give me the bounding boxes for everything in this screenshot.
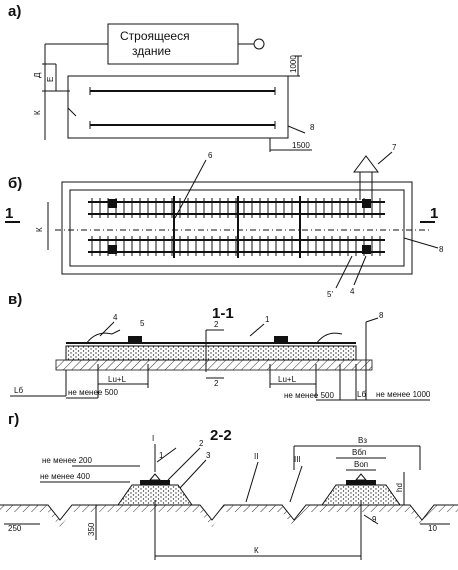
min400-label: не менее 400	[40, 472, 90, 481]
ref-1-v: 1	[265, 315, 270, 324]
dead-end-stop-3	[362, 199, 371, 208]
site-gate	[67, 107, 77, 117]
ballast-prism-right	[321, 484, 401, 506]
panel-v-label: в)	[8, 291, 22, 308]
ref-1-g: 1	[159, 451, 164, 460]
dim-bbp-label: Вбп	[352, 448, 366, 457]
roman-3-label: III	[294, 455, 301, 464]
track-plan	[88, 198, 385, 256]
crane-symbol	[253, 38, 265, 50]
lb-left-label: Lб	[14, 386, 23, 395]
site-outer-outline	[61, 181, 413, 275]
section-mark-right: 1	[430, 205, 438, 222]
ballast-prism-left	[117, 484, 193, 506]
dim-k-label: К	[33, 110, 42, 115]
panel-a-label: а)	[8, 3, 21, 20]
roman-1-label: I	[152, 434, 154, 443]
ref-4-b: 4	[350, 287, 355, 296]
ref-4-v: 4	[113, 313, 118, 322]
dim-1000-label: 1000	[289, 55, 298, 73]
ref-7-leader	[377, 151, 393, 165]
ref-5p: 5'	[327, 290, 333, 299]
panel-g-label: г)	[8, 411, 19, 428]
dead-end-stop-1	[108, 199, 117, 208]
ref-8-b: 8	[439, 245, 444, 254]
dim-350-label: 350	[87, 522, 96, 536]
ref-9: 9	[372, 515, 377, 524]
rail-left	[148, 473, 162, 481]
mark-2-bottom: 2	[214, 379, 219, 388]
ref-5-leader	[335, 255, 353, 289]
ref-1-g-leader	[156, 447, 177, 463]
lb-right-label: Lб	[357, 390, 366, 399]
ref-8-leader	[287, 125, 306, 134]
min200-label: не менее 200	[42, 456, 92, 465]
roman-3-leader	[289, 465, 303, 503]
dim-d-label: Д	[33, 72, 42, 78]
ref-7: 7	[392, 143, 397, 152]
ref-8-a: 8	[310, 123, 315, 132]
cable-4-left	[85, 329, 121, 345]
dim-k-b: К	[35, 227, 44, 232]
building-label-line1: Строящееся	[120, 29, 190, 43]
ref-6-leader	[174, 159, 207, 219]
ground-hatch	[55, 359, 373, 371]
dim-k-g: К	[254, 546, 259, 555]
stop-5-right	[274, 336, 288, 342]
lu-left-label: Lu+L	[108, 375, 127, 384]
dim-bz-label: Вз	[358, 436, 367, 445]
dim-hd-label: hd	[395, 483, 404, 492]
ref-1-v-leader	[249, 323, 265, 337]
section-1-1-title: 1-1	[212, 305, 234, 322]
lu-right-label: Lu+L	[278, 375, 297, 384]
dead-end-stop-4	[362, 245, 371, 254]
cable-4-right	[315, 332, 343, 345]
min500-left-label: не менее 500	[68, 388, 118, 397]
panel-b-label: б)	[8, 175, 22, 192]
min500-right-label: не менее 500	[284, 391, 334, 400]
building-label-line2: здание	[132, 44, 171, 58]
limit-sign	[353, 155, 379, 173]
ref-8-v-leader	[365, 317, 379, 323]
ref-4-v-leader	[99, 321, 115, 337]
ref-3-g: 3	[206, 451, 211, 460]
section-mark-left: 1	[5, 205, 13, 222]
min1000-label: не менее 1000	[376, 390, 431, 399]
dim-1500-label: 1500	[292, 141, 310, 150]
panel-g: г) 2-2 не менее 200 не менее 400 I 1 2 3…	[0, 411, 458, 560]
sleeper-right	[346, 480, 376, 485]
dim-e-label: Е	[46, 77, 55, 82]
dead-end-stop-2	[108, 245, 117, 254]
ref-6: 6	[208, 151, 213, 160]
stop-5-left	[128, 336, 142, 342]
ref-2-g: 2	[199, 439, 204, 448]
roman-2-label: II	[254, 452, 258, 461]
crane-site-outline	[67, 75, 289, 139]
site-inner-outline	[69, 189, 405, 267]
panel-v: в) 1-1 4 5 1 2 2 8 Lu+L	[8, 291, 431, 401]
sleeper-left	[140, 480, 170, 485]
ref-3-g-leader	[179, 459, 207, 489]
ref-5-v: 5	[140, 319, 145, 328]
ref-8-v: 8	[379, 311, 384, 320]
panel-b: б) 1 1 К 7	[5, 143, 444, 299]
ref-4-leader	[353, 255, 367, 286]
section-2-2-title: 2-2	[210, 427, 232, 444]
ref-8-b-leader	[403, 237, 439, 249]
panel-a: а) Строящееся здание Д Е К 1000	[8, 3, 315, 152]
mark-2-top: 2	[214, 320, 219, 329]
dim-10-label: 10	[428, 524, 437, 533]
rail-right	[354, 473, 368, 481]
ref-9-leader	[363, 514, 379, 525]
ballast-layer	[65, 345, 357, 361]
dim-bop-label: Воп	[354, 460, 368, 469]
dim-250-label: 250	[8, 524, 22, 533]
ref-2-g-leader	[167, 447, 201, 481]
ground-hatch-g	[0, 505, 458, 527]
roman-2-leader	[245, 461, 259, 503]
